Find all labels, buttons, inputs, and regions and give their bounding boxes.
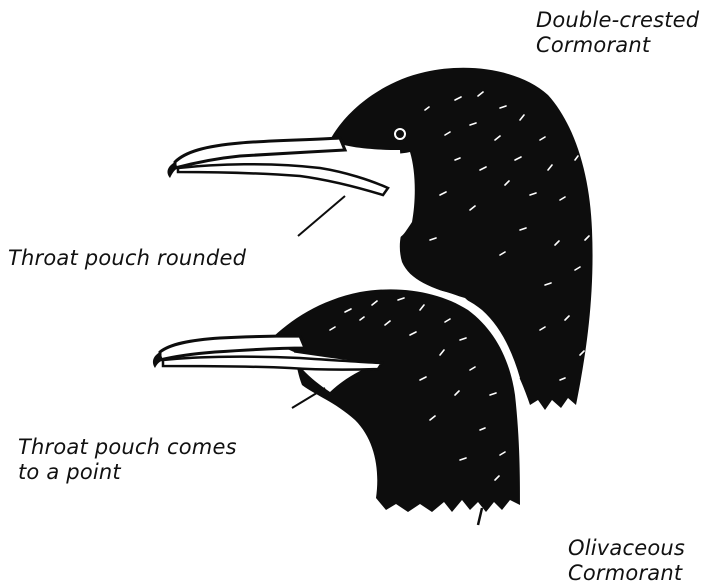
pointer-line-point — [292, 388, 325, 408]
label-olivaceous-line2: Cormorant — [568, 561, 685, 586]
pointer-line-rounded — [298, 196, 345, 236]
label-throat-pouch-point-line2: to a point — [18, 460, 237, 485]
olivaceous-stroke — [478, 508, 482, 525]
label-double-crested-line1: Double-crested — [536, 8, 699, 33]
label-olivaceous-cormorant: Olivaceous Cormorant — [568, 536, 685, 586]
label-double-crested-cormorant: Double-crested Cormorant — [536, 8, 699, 58]
label-throat-pouch-point: Throat pouch comes to a point — [18, 435, 237, 485]
label-olivaceous-line1: Olivaceous — [568, 536, 685, 561]
label-throat-pouch-rounded: Throat pouch rounded — [8, 246, 246, 271]
label-double-crested-line2: Cormorant — [536, 33, 699, 58]
label-throat-pouch-point-line1: Throat pouch comes — [18, 435, 237, 460]
